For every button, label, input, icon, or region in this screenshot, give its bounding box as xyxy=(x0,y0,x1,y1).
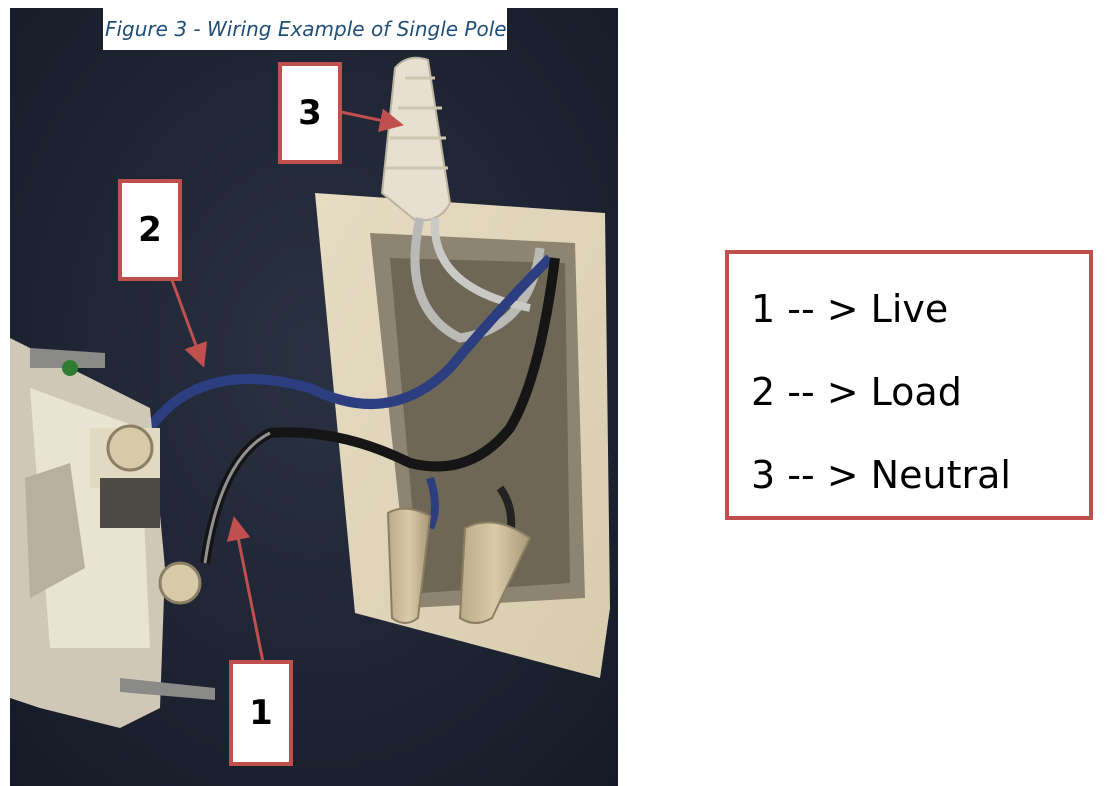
figure-caption: Figure 3 - Wiring Example of Single Pole xyxy=(103,8,507,50)
wire-nut-left xyxy=(386,507,432,624)
white-wire-neutral xyxy=(410,217,545,343)
callout-1-label: 1 xyxy=(249,693,273,733)
terminal-screw-top xyxy=(106,424,154,472)
wire-nut-right xyxy=(458,521,532,624)
legend-item-neutral: 3 -- > Neutral xyxy=(751,453,1011,497)
blue-wire-load xyxy=(145,254,554,431)
callout-2-label: 2 xyxy=(138,210,162,250)
switch-toggle xyxy=(25,463,85,598)
callout-3: 3 xyxy=(278,62,342,164)
terminal-screw-bottom xyxy=(158,561,202,605)
wire-legend: 1 -- > Live 2 -- > Load 3 -- > Neutral xyxy=(725,250,1093,520)
callout-1: 1 xyxy=(229,660,293,766)
callout-2: 2 xyxy=(118,179,182,281)
callout-3-label: 3 xyxy=(298,93,322,133)
legend-item-load: 2 -- > Load xyxy=(751,370,962,414)
legend-item-live: 1 -- > Live xyxy=(751,287,949,331)
